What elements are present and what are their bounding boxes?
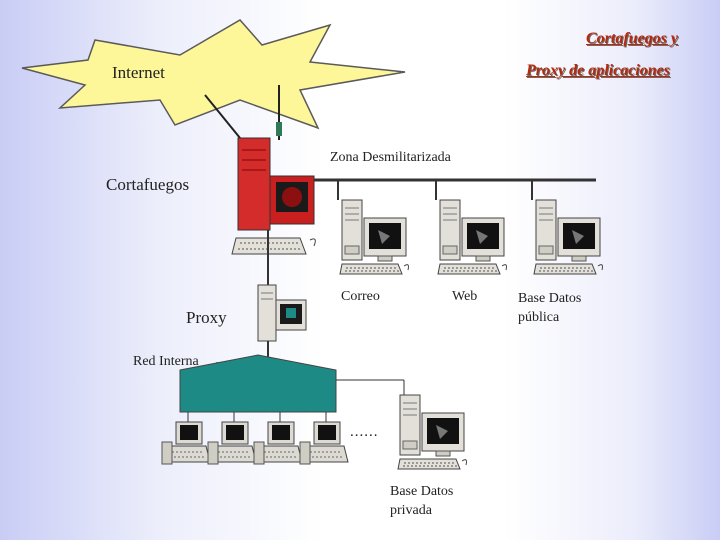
label-proxy: Proxy <box>186 308 227 327</box>
proxy-server-icon <box>257 284 307 342</box>
web-server-icon <box>437 199 507 275</box>
firewall-server <box>231 137 316 255</box>
red-interna-hub <box>179 354 337 413</box>
label-firewall: Cortafuegos <box>106 175 190 194</box>
internet-cloud <box>21 19 406 130</box>
bd-privada-server-icon <box>397 394 467 470</box>
title-line2: Proxy de aplicaciones <box>526 62 670 79</box>
uplink-connector <box>276 122 282 136</box>
correo-server-icon <box>339 199 409 275</box>
label-bd-publica: Base Datos pública <box>518 291 582 325</box>
label-red-interna: Red Interna <box>133 354 199 369</box>
title-line1: Cortafuegos y <box>586 30 678 47</box>
lan-workstation-icon <box>253 421 303 465</box>
label-dmz: Zona Desmilitarizada <box>330 150 451 165</box>
label-internet: Internet <box>112 63 165 82</box>
label-correo: Correo <box>341 289 380 304</box>
bd-publica-server-icon <box>533 199 603 275</box>
label-web: Web <box>452 289 478 304</box>
lan-workstation-icon <box>161 421 211 465</box>
label-bd-privada: Base Datos privada <box>390 484 454 518</box>
lan-workstation-icon <box>207 421 257 465</box>
label-ellipsis: ...... <box>350 424 379 440</box>
internet-link <box>204 94 241 139</box>
lan-workstation-icon <box>299 421 349 465</box>
